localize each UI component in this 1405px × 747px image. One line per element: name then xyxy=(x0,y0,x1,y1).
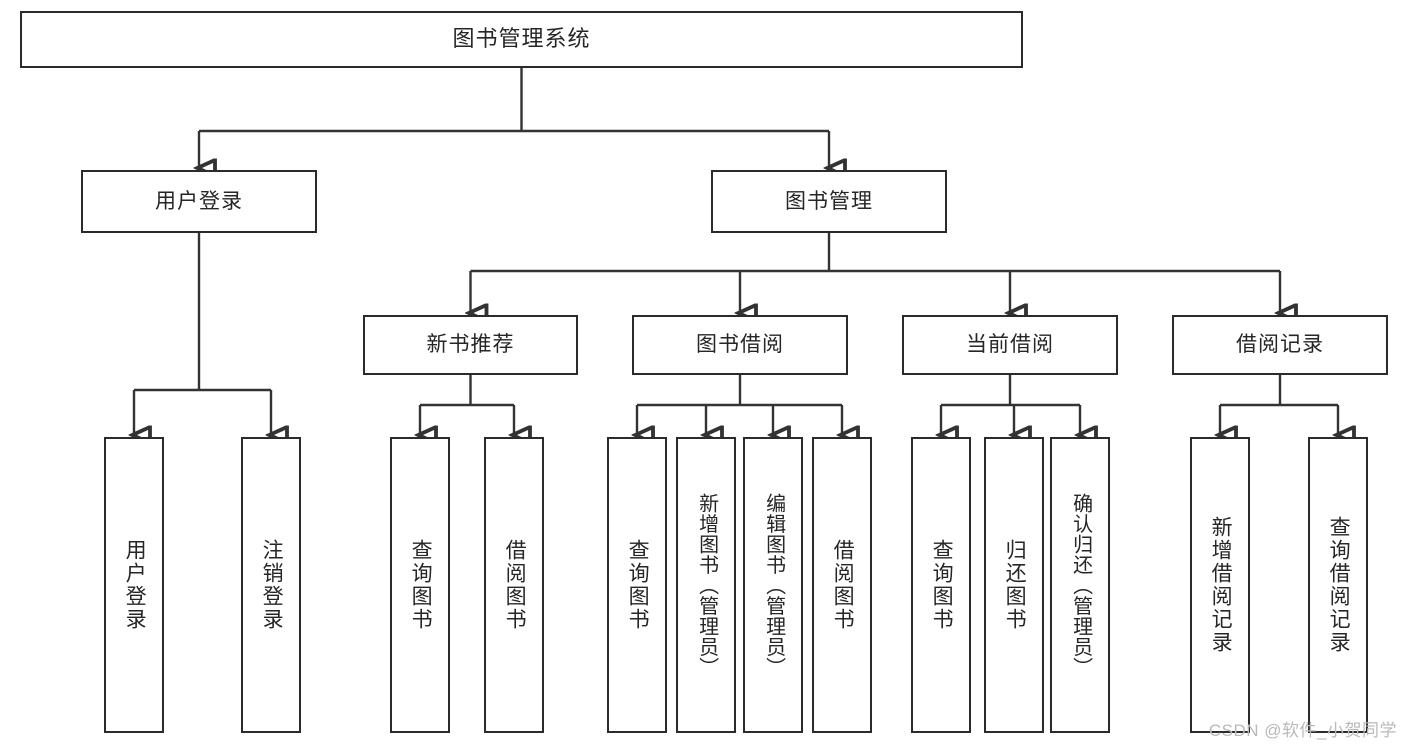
leaf-node[interactable]: 查询图书 xyxy=(390,437,450,733)
leaf-node-label: 编辑图书（管理员） xyxy=(762,492,785,678)
leaf-node[interactable]: 用户登录 xyxy=(104,437,164,733)
leaf-node[interactable]: 查询借阅记录 xyxy=(1308,437,1368,733)
leaf-node-label: 查询借阅记录 xyxy=(1327,516,1351,654)
leaf-node-label: 注销登录 xyxy=(260,539,284,631)
leaf-node[interactable]: 编辑图书（管理员） xyxy=(743,437,803,733)
node-level3-book-borrow[interactable]: 图书借阅 xyxy=(632,315,848,375)
leaf-node[interactable]: 新增借阅记录 xyxy=(1190,437,1250,733)
node-level3-borrow-records[interactable]: 借阅记录 xyxy=(1172,315,1388,375)
node-level3-new-book-recommend[interactable]: 新书推荐 xyxy=(363,315,578,375)
leaf-node-label: 查询图书 xyxy=(626,539,650,631)
node-root[interactable]: 图书管理系统 xyxy=(20,11,1023,68)
leaf-node-label: 借阅图书 xyxy=(503,539,527,631)
leaf-node[interactable]: 归还图书 xyxy=(984,437,1044,733)
leaf-node-label: 确认归还（管理员） xyxy=(1069,492,1092,678)
leaf-node[interactable]: 新增图书（管理员） xyxy=(676,437,736,733)
leaf-node[interactable]: 借阅图书 xyxy=(812,437,872,733)
leaf-node[interactable]: 查询图书 xyxy=(911,437,971,733)
leaf-node-label: 借阅图书 xyxy=(831,539,855,631)
leaf-node[interactable]: 查询图书 xyxy=(607,437,667,733)
leaf-node[interactable]: 借阅图书 xyxy=(484,437,544,733)
leaf-node-label: 查询图书 xyxy=(930,539,954,631)
node-level3-current-borrow[interactable]: 当前借阅 xyxy=(902,315,1118,375)
leaf-node-label: 用户登录 xyxy=(123,539,147,631)
leaf-node-label: 归还图书 xyxy=(1003,539,1027,631)
node-level2-book-management[interactable]: 图书管理 xyxy=(711,170,947,233)
csdn-watermark: CSDN @软件_小贺同学 xyxy=(1208,721,1397,740)
leaf-node-label: 新增图书（管理员） xyxy=(695,492,718,678)
leaf-node[interactable]: 注销登录 xyxy=(241,437,301,733)
leaf-node[interactable]: 确认归还（管理员） xyxy=(1050,437,1110,733)
node-level2-user-login[interactable]: 用户登录 xyxy=(81,170,317,233)
leaf-node-label: 查询图书 xyxy=(409,539,433,631)
leaf-node-label: 新增借阅记录 xyxy=(1209,516,1233,654)
